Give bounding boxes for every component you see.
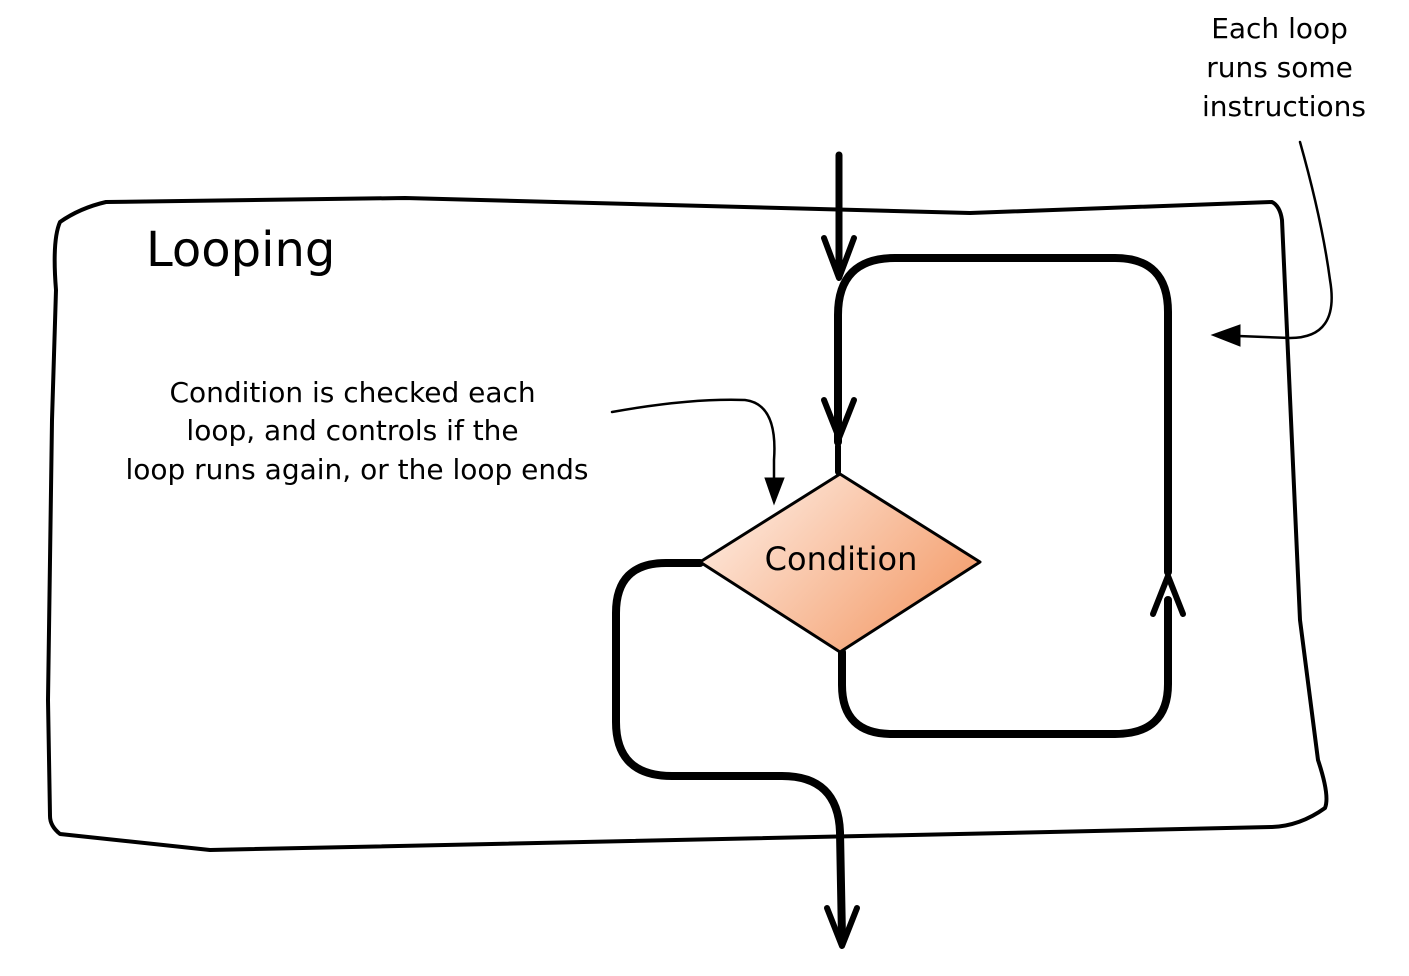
loop-note-line: runs some	[1206, 51, 1353, 84]
condition-note-line: loop runs again, or the loop ends	[125, 453, 588, 486]
loop-note-line: instructions	[1202, 90, 1366, 123]
container-box	[46, 196, 1329, 852]
loop-note-line: Each loop	[1211, 12, 1348, 45]
condition-note-line: Condition is checked each	[169, 376, 535, 409]
loop-body-path	[838, 596, 1172, 738]
condition-note: Condition is checked each loop, and cont…	[125, 376, 588, 486]
loop-note: Each loop runs some instructions	[1202, 12, 1366, 123]
loop-return-path	[834, 254, 1172, 576]
condition-note-pointer	[610, 398, 776, 498]
exit-path	[612, 559, 846, 942]
condition-diamond	[698, 472, 982, 654]
loop-upward-arrow-head	[1150, 573, 1186, 617]
loop-downward-arrow-head	[821, 397, 857, 441]
loop-note-pointer-head	[1210, 324, 1241, 347]
diagram-title: Looping	[146, 222, 335, 278]
loop-note-pointer	[1236, 140, 1333, 340]
condition-label: Condition	[765, 540, 918, 578]
condition-note-pointer-head	[764, 477, 785, 506]
entry-arrow-head	[821, 235, 857, 281]
condition-note-line: loop, and controls if the	[186, 414, 518, 447]
exit-arrow-head	[824, 905, 860, 949]
